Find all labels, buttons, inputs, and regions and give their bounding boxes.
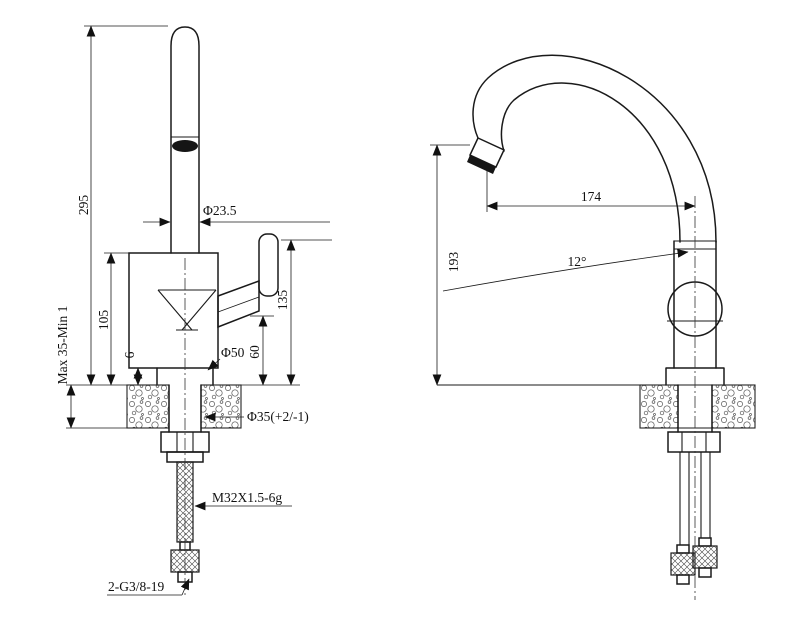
spout-aerator-mark: [172, 140, 198, 152]
spout-diameter-dim-label: Φ23.5: [203, 203, 237, 218]
right-view-dimensions: 193 174 12°: [430, 144, 696, 386]
gooseneck-outer: [472, 54, 717, 243]
spout-outline: [170, 26, 200, 254]
mounting-hole-dim-label: Φ35(+2/-1): [247, 409, 309, 424]
countertop-thickness-dim-label: Max 35-Min 1: [55, 306, 70, 385]
hose2-tip: [698, 567, 712, 578]
handle-top-height-dim-label: 135: [275, 290, 290, 311]
body-sides: [673, 240, 717, 369]
mounting-nut-front: [667, 431, 721, 453]
mounting-nut-ribs: [176, 432, 194, 452]
left-view: 295 105 Max 35-Min 1 6 Φ23.5 135 60: [55, 25, 332, 596]
deck-left-block: [639, 384, 679, 429]
supply-hoses: [679, 452, 711, 545]
right-view: 193 174 12°: [430, 54, 756, 600]
gooseneck-inner: [500, 82, 681, 243]
spout-angle-dim-label: 12°: [568, 254, 587, 269]
hose1-tip: [676, 574, 690, 585]
deck-right-block: [711, 384, 756, 429]
leader-base-diameter: [207, 358, 221, 371]
spout-reach-dim-label: 174: [581, 189, 602, 204]
hose2-neck: [698, 537, 712, 547]
handle-joint: [217, 279, 260, 329]
handle-joint-line: [217, 296, 260, 313]
angle-arc: [442, 249, 689, 292]
leader-hose-thread: [180, 578, 190, 596]
shank-front: [677, 384, 713, 433]
aerator-tip-band: [467, 155, 496, 174]
countertop-right-block: [200, 384, 242, 429]
hose2-connector-nut: [692, 545, 718, 569]
hose1-connector-nut: [670, 552, 696, 576]
handle-bottom-height-dim-label: 60: [247, 345, 262, 359]
mounting-nut-front-ribs: [681, 432, 707, 452]
base-gap-dim-label: 6: [122, 351, 137, 358]
cartridge-cone: [157, 289, 217, 331]
shank-through-deck: [168, 384, 202, 433]
outlet-height-dim-label: 193: [446, 252, 461, 273]
body-outline: [128, 252, 219, 369]
hose1-neck: [676, 544, 690, 554]
spout-height-dim-label: 295: [76, 195, 91, 216]
handle-stem: [258, 233, 279, 297]
body-height-dim-label: 105: [96, 310, 111, 331]
base-flange: [156, 367, 214, 386]
left-view-dimensions: 295 105 Max 35-Min 1 6 Φ23.5 135 60: [55, 25, 332, 596]
countertop-left-block: [126, 384, 170, 429]
dim-ext-spout-diameter: [170, 214, 200, 230]
countertop-ext-lines: [66, 384, 127, 429]
base-diameter-dim-label: Φ50: [221, 345, 245, 360]
hose-thread-dim-label: 2-G3/8-19: [108, 579, 164, 594]
shank-thread-dim-label: M32X1.5-6g: [212, 490, 282, 505]
